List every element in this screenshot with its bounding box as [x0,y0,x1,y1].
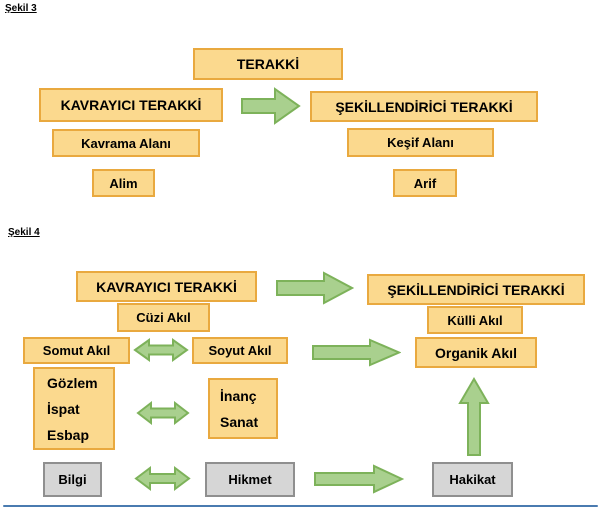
figure3-label: Şekil 3 [5,3,37,14]
gozlem-line: Gözlem [47,374,98,391]
figure4-double-arrow-icon-3 [134,466,191,491]
figure4-arrow-right-icon-3 [314,464,404,494]
figure4-organik-akil-box: Organik Akıl [415,337,537,368]
figure4-label: Şekil 4 [8,227,40,238]
figure4-hakikat-box: Hakikat [432,462,513,497]
figure3-kesif-alani-box: Keşif Alanı [347,128,494,157]
figure3-kavrayici-box: KAVRAYICI TERAKKİ [39,88,223,122]
esbap-line: Esbap [47,426,90,443]
bottom-divider [3,505,598,507]
figure3-terakki-box: TERAKKİ [193,48,343,80]
figure4-hikmet-box: Hikmet [205,462,295,497]
figure4-double-arrow-icon-2 [136,401,190,425]
figure4-arrow-up-icon [458,377,490,456]
figure4-double-arrow-icon-1 [133,338,189,362]
figure4-gozlem-box: Gözlem İspat Esbap [33,367,115,450]
figure3-kavrama-alani-box: Kavrama Alanı [52,129,200,157]
ispat-line: İspat [47,400,80,417]
figure3-alim-box: Alim [92,169,155,197]
figure4-arrow-right-icon-1 [276,271,354,305]
figure3-arif-box: Arif [393,169,457,197]
sanat-line: Sanat [220,413,259,430]
figure4-soyut-akil-box: Soyut Akıl [192,337,288,364]
figure4-cuzi-akil-box: Cüzi Akıl [117,303,210,332]
inanc-line: İnanç [220,387,257,404]
figure4-bilgi-box: Bilgi [43,462,102,497]
figure4-kavrayici-box: KAVRAYICI TERAKKİ [76,271,257,302]
figure4-arrow-right-icon-2 [312,338,401,367]
figure4-sekillendirici-box: ŞEKİLLENDİRİCİ TERAKKİ [367,274,585,305]
figure4-somut-akil-box: Somut Akıl [23,337,130,364]
figure4-inanc-box: İnanç Sanat [208,378,278,439]
figure3-sekillendirici-box: ŞEKİLLENDİRİCİ TERAKKİ [310,91,538,122]
figure4-kulli-akil-box: Külli Akıl [427,306,523,334]
figure3-arrow-right-icon [241,87,301,125]
